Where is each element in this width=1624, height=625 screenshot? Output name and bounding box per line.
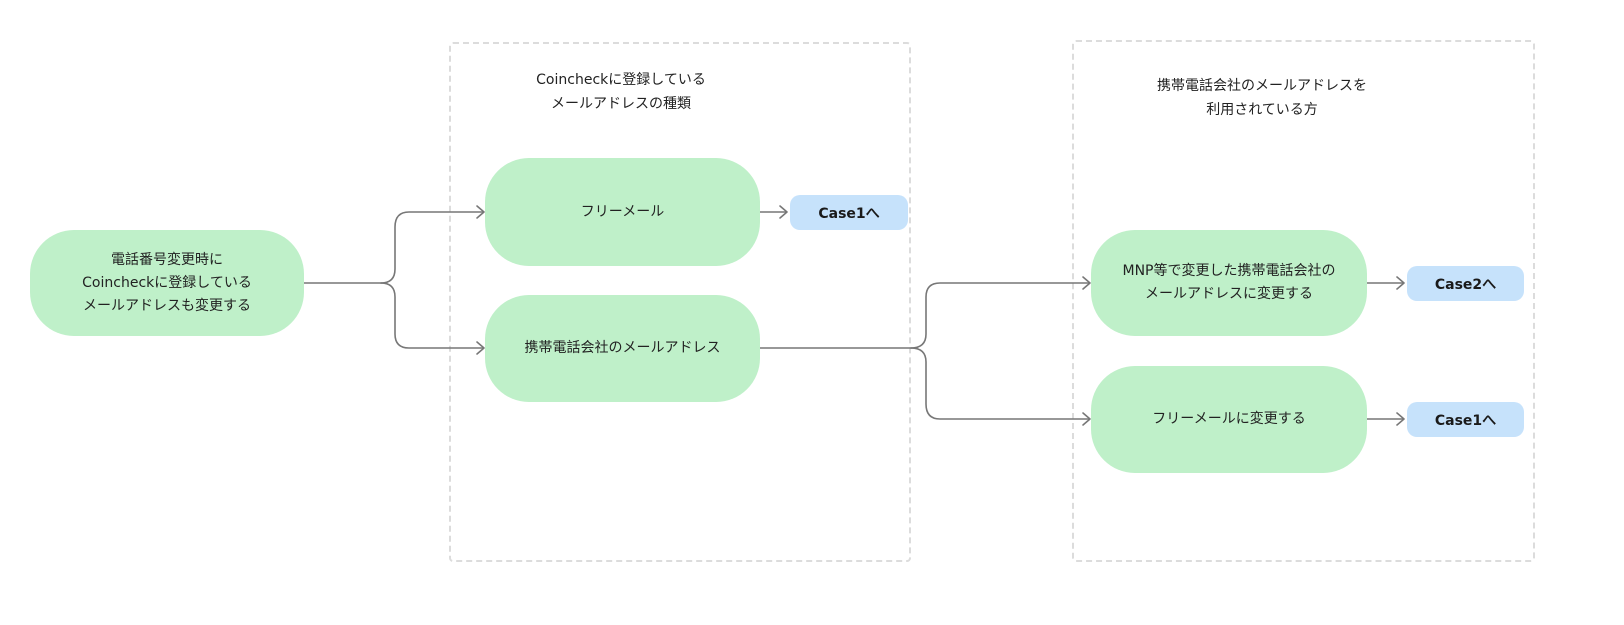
group-registered-email-type (449, 42, 911, 562)
case1-badge-free-change: Case1へ (1407, 402, 1524, 437)
arrowhead-mnp (1082, 276, 1091, 290)
group-registered-email-type-title: Coincheckに登録している メールアドレスの種類 (536, 72, 706, 112)
group-carrier-users (1072, 40, 1535, 562)
group-carrier-users-title: 携帯電話会社のメールアドレスを 利用されている方 (1157, 78, 1367, 118)
carrier-mail-node: 携帯電話会社のメールアドレス (485, 295, 760, 402)
start-node: 電話番号変更時に Coincheckに登録している メールアドレスも変更する (30, 230, 304, 336)
arrowhead-free-change (1082, 412, 1091, 426)
arrowhead-carrier-mail (476, 341, 485, 355)
connector-carrier-to-free-change (910, 347, 1090, 420)
connector-start-to-carrier-mail (380, 282, 484, 349)
change-to-free-mail-node: フリーメールに変更する (1091, 366, 1367, 473)
case1-badge-free-mail: Case1へ (790, 195, 908, 230)
change-to-mnp-carrier-node: MNP等で変更した携帯電話会社の メールアドレスに変更する (1091, 230, 1367, 336)
arrowhead-free-mail (476, 205, 485, 219)
arrowhead-case2 (1396, 276, 1405, 290)
case2-badge-mnp: Case2へ (1407, 266, 1524, 301)
connector-start-to-free-mail (380, 211, 484, 284)
connector-carrier-to-mnp (910, 282, 1090, 349)
arrowhead-case1-top (779, 205, 788, 219)
arrowhead-case1-bottom (1396, 412, 1405, 426)
free-mail-node: フリーメール (485, 158, 760, 266)
